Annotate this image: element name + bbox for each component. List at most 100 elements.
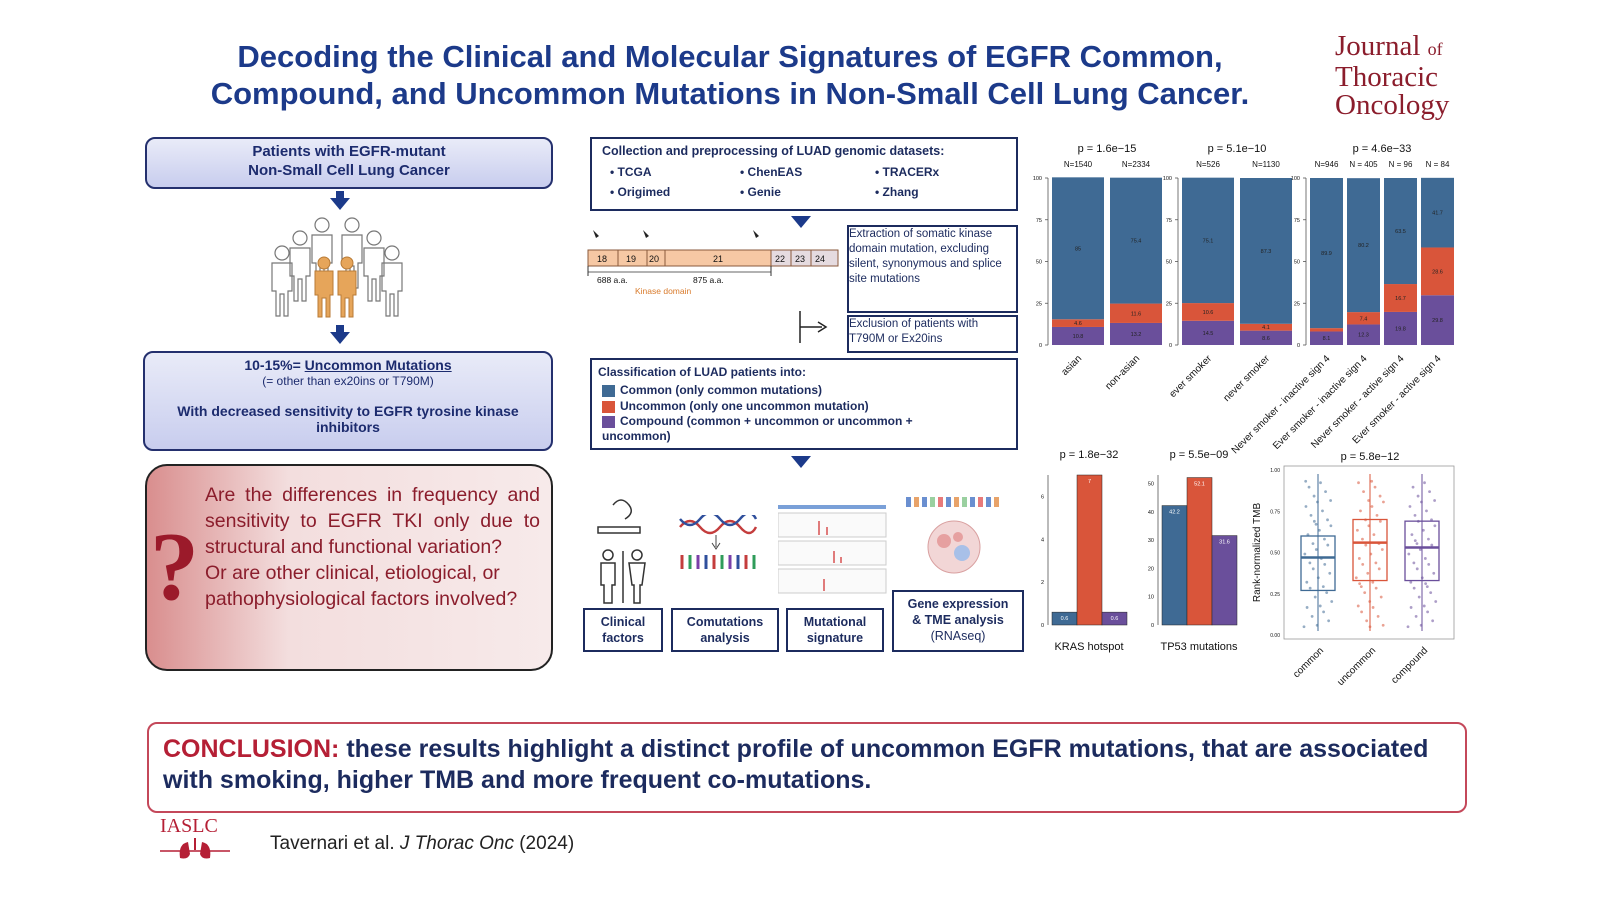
x-tick-label: common [1291,645,1326,680]
jitter-point [1314,522,1318,526]
y-tick-label: 0.00 [1270,633,1280,639]
journal-word-3: Oncology [1335,89,1450,121]
smoking-and-people-icon [597,499,646,604]
jitter-point [1313,595,1317,599]
data-label: 4.1 [1262,325,1270,331]
jitter-point [1433,499,1436,502]
stacked-bar-segment [1421,177,1454,248]
jitter-point [1374,561,1378,565]
jitter-point [1308,586,1312,590]
jitter-point [1327,619,1331,623]
stacked-bar-segment [1052,326,1104,345]
stacked-bar-segment [1347,324,1380,345]
jitter-point [1359,585,1363,589]
question-box [145,464,553,671]
conclusion-label: CONCLUSION: [163,735,340,763]
data-label: 75.4 [1131,239,1142,245]
jitter-point [1415,567,1419,571]
p-value-label: p = 5.5e−09 [1170,449,1229,461]
jitter-point [1363,591,1367,594]
uncommon-sensitivity: With decreased sensitivity to EGFR tyros… [177,403,519,435]
jitter-point [1371,606,1375,609]
jitter-point [1430,543,1434,547]
charts-panel: Percentage of patients0255075100p = 1.6e… [1033,143,1455,688]
y-tick-label: 2 [1041,580,1044,586]
jitter-point [1376,614,1380,618]
stacked-bar-segment [1052,319,1104,327]
n-label: N=2334 [1122,160,1151,169]
n-label: N=526 [1196,160,1220,169]
conclusion-text: these results highlight a distinct profi… [163,735,1429,794]
stacked-bar-segment [1240,330,1292,345]
y-tick-label: 40 [1148,510,1154,516]
jitter-point [1356,604,1360,608]
jitter-point [1425,585,1429,589]
jitter-point [1328,571,1332,575]
y-tick-label: 25 [1294,301,1300,307]
dataset-item: • Origimed [610,185,671,199]
jitter-point [1374,586,1378,590]
jitter-point [1433,524,1437,528]
jitter-point [1305,606,1309,609]
y-tick-label: 100 [1033,176,1042,182]
p-value-label: p = 1.6e−15 [1078,143,1137,155]
jitter-point [1366,571,1370,575]
exon-label: 21 [713,254,723,264]
jitter-point [1307,485,1311,489]
n-label: N=946 [1315,160,1339,169]
iaslc-logo: IASLC [160,815,230,870]
jitter-point [1312,519,1316,523]
patients-line-1: Patients with EGFR-mutant [252,143,446,160]
jitter-point [1308,561,1312,565]
stacked-bar-segment [1110,177,1162,304]
data-label: 29.8 [1432,318,1443,324]
jitter-point [1380,548,1384,551]
data-label: 85 [1075,246,1081,252]
egfr-exon-diagram: 18 19 20 21 22 23 24 688 a.a. 875 a.a. K… [587,230,839,296]
p-value-label: p = 5.8e−12 [1341,451,1400,463]
box [1300,535,1336,592]
p-value-label: p = 4.6e−33 [1353,143,1412,155]
jitter-point [1414,614,1418,618]
jitter-point [1318,528,1321,532]
jitter-point [1304,505,1308,508]
page-title: Decoding the Clinical and Molecular Sign… [210,39,1250,111]
jitter-point [1427,537,1430,541]
jitter-point [1323,537,1326,541]
y-tick-label: 50 [1294,260,1300,266]
data-label: 12.3 [1358,333,1369,339]
jitter-point [1381,623,1385,627]
arrow-down-icon [330,332,350,344]
jitter-point [1409,580,1413,584]
dataset-item: • TCGA [610,165,652,179]
jitter-point [1304,479,1308,483]
jitter-point [1409,606,1413,609]
x-tick-label: never smoker [1222,353,1273,404]
conclusion-box: CONCLUSION: these results highlight a di… [147,722,1467,813]
jitter-point [1426,610,1429,614]
jitter-point [1314,548,1318,551]
jitter-point [1412,586,1416,590]
stacked-bar-segment [1240,178,1292,324]
y-tick-label: 50 [1036,260,1042,266]
stacked-bar-segment [1347,178,1380,313]
jitter-point [1329,499,1332,502]
y-axis-label: Rank-normalized TMB [1252,503,1263,603]
data-label: 41.7 [1432,211,1443,217]
y-tick-label: 25 [1036,301,1042,307]
stacked-bar-segment [1310,331,1343,345]
y-tick-label: 6 [1041,494,1044,500]
data-label: 7.4 [1360,316,1368,322]
stacked-bar-segment [1310,178,1343,329]
jitter-point [1425,509,1428,513]
jitter-point [1361,562,1365,566]
classification-box: Classification of LUAD patients into: Co… [590,358,1018,450]
mutation-flag-icon [593,230,759,238]
patients-line-2: Non-Small Cell Lung Cancer [248,162,450,179]
bar [1161,505,1188,626]
data-label: 10.6 [1203,310,1214,316]
jitter-point [1367,499,1370,502]
jitter-point [1326,543,1330,547]
